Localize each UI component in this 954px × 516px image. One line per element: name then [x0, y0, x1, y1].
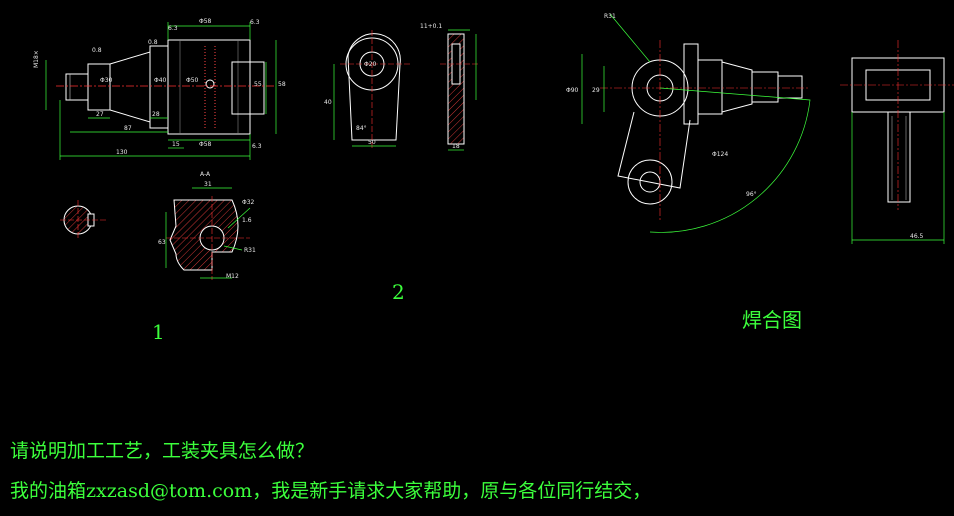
- dim-130: 130: [116, 149, 128, 156]
- weld-assembly: [600, 40, 954, 220]
- weld-arm: [617, 111, 691, 189]
- dim-v2-40: 40: [324, 99, 332, 106]
- dim-15: 15: [172, 141, 180, 148]
- cross-hole: [205, 79, 215, 89]
- weld-taper: [721, 61, 753, 113]
- note-line-2: 我的油箱zxzasd@tom.com，我是新手请求大家帮助，原与各位同行结交，: [10, 480, 652, 502]
- shaft-step: [87, 63, 111, 111]
- dim-v2-bore: Φ20: [364, 61, 377, 68]
- weld-collar: [683, 43, 699, 125]
- weld-dim-text: R31 Φ90 29 Φ124 96° 46.5: [566, 13, 924, 240]
- section-aa-text: A-A 31 63 Φ32 1.6 R31 M12: [158, 171, 256, 280]
- dim-roughness-d: 0.8: [92, 47, 102, 54]
- view1-number: 1: [152, 320, 165, 344]
- view1-shaft: [56, 39, 276, 135]
- dim-55: 55: [254, 81, 262, 88]
- dim-v2-18: 18: [452, 143, 460, 150]
- dim-r31-section: R31: [244, 247, 256, 254]
- dim-d58-bottom: Φ58: [199, 141, 212, 148]
- dim-roughness-a: 6.3: [168, 25, 178, 32]
- lever-body: [347, 33, 401, 141]
- view2-dimensions: [333, 29, 477, 151]
- dim-28: 28: [152, 111, 160, 118]
- dim-v2-top: 11+0.1: [420, 23, 442, 30]
- dim-weld-90: Φ90: [566, 87, 579, 94]
- dim-weld-124: Φ124: [712, 151, 728, 158]
- dim-roughness-b: 6.3: [250, 19, 260, 26]
- dim-27: 27: [96, 111, 104, 118]
- view1-section-circle: [60, 200, 108, 240]
- thread-end: [65, 73, 89, 101]
- shaft-taper: [109, 51, 151, 123]
- note-line-1: 请说明加工工艺，工装夹具怎么做？: [10, 440, 315, 462]
- slot-right: [231, 61, 265, 115]
- section-label: A-A: [200, 171, 211, 178]
- view1-dimensions: [45, 22, 277, 160]
- dim-d50: Φ50: [186, 77, 199, 84]
- weld-dimensions: [581, 13, 945, 244]
- dim-63: 63: [158, 239, 166, 246]
- view2-dim-text: Φ20 50 40 84° 11+0.1 18: [324, 23, 460, 150]
- dim-weld-29: 29: [592, 87, 600, 94]
- weld-body: [697, 59, 723, 115]
- dim-d40: Φ40: [154, 77, 167, 84]
- dim-1-6: 1.6: [242, 217, 252, 224]
- dim-d58-top: Φ58: [199, 18, 212, 25]
- dim-v2-50: 50: [368, 139, 376, 146]
- dim-d30: Φ30: [100, 77, 113, 84]
- dim-m18: M18×: [33, 50, 40, 68]
- section-aa: [165, 187, 251, 280]
- view2-lever: [340, 30, 480, 150]
- dim-weld-46-5: 46.5: [910, 233, 924, 240]
- weld-step: [751, 71, 779, 103]
- dim-roughness-e: 0.8: [148, 39, 158, 46]
- weld-right-arm: [887, 111, 911, 203]
- dim-d32: Φ32: [242, 199, 255, 206]
- dim-58-right: 58: [278, 81, 286, 88]
- dim-87: 87: [124, 125, 132, 132]
- dim-roughness-c: 6.3: [252, 143, 262, 150]
- weld-title: 焊合图: [742, 308, 802, 332]
- main-cylinder: [167, 39, 251, 135]
- dim-weld-96: 96°: [746, 191, 757, 198]
- dim-m12: M12: [226, 273, 239, 280]
- dim-weld-r31: R31: [604, 13, 616, 20]
- dim-31: 31: [204, 181, 212, 188]
- view2-number: 2: [392, 280, 405, 304]
- dim-v2-84: 84°: [356, 125, 367, 132]
- weld-lower-boss: [627, 159, 673, 205]
- view1-dim-text: Φ58 Φ58 6.3 6.3 6.3 0.8 0.8 M18× 55 58 2…: [33, 18, 286, 156]
- weld-thread: [777, 75, 803, 99]
